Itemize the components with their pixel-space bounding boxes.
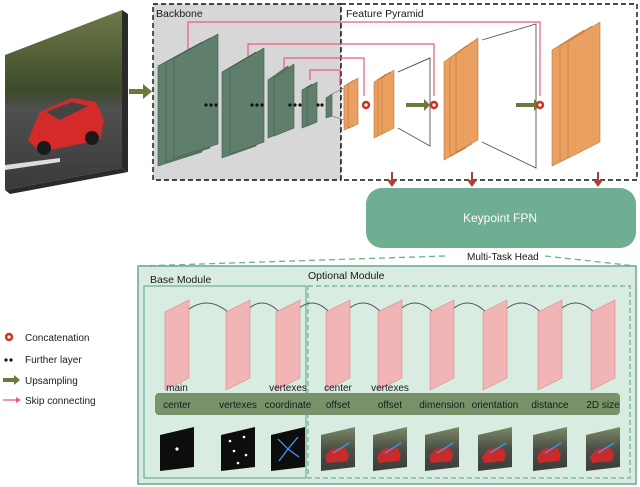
base-module-title: Base Module [150,274,211,286]
backbone-title: Backbone [156,8,203,20]
task-label-line1: center [324,383,352,394]
further-layer-dots [204,103,324,107]
output-thumbnail [160,427,194,471]
head-feature-map [482,299,508,391]
legend-upsampling-icon [14,375,20,385]
task-label-line2: center [163,400,191,411]
output-thumbnail [321,427,355,471]
legend-concatenation: Concatenation [25,333,90,344]
head-feature-map [325,299,351,391]
task-label-line2: offset [326,400,350,411]
multi-task-head-title: Multi-Task Head [467,252,539,263]
output-thumbnail [533,427,567,471]
task-labels: main center vertexes vertexes coordinate cent… [163,383,620,411]
legend-further-layer: Further layer [25,355,82,366]
output-thumbnails [160,427,620,471]
legend-skip-connecting: Skip connecting [25,396,96,407]
pyramid-output-arrows [387,172,603,187]
output-thumbnail [478,427,512,471]
head-feature-map [537,299,563,391]
optional-module-title: Optional Module [308,270,385,282]
head-feature-map [429,299,455,391]
optional-module-box [307,285,631,479]
base-module-box [143,285,307,479]
output-thumbnail [221,427,255,471]
keypoint-fpn-title: Keypoint FPN [463,211,537,225]
input-image [5,10,128,194]
legend-upsampling: Upsampling [25,376,78,387]
upsample-frustums [397,23,537,169]
head-connectors [139,255,637,267]
task-label-line2: distance [531,400,569,411]
skip-connections [187,21,541,96]
task-label-bar [155,393,620,415]
task-label-line2: offset [378,400,402,411]
concat-symbols [361,100,545,110]
input-arrow [129,84,152,99]
output-thumbnail [373,427,407,471]
head-feature-map [275,299,301,391]
output-thumbnail [425,427,459,471]
head-feature-maps [164,299,616,391]
task-label-line1: main [166,383,188,394]
pyramid-layers [343,21,601,167]
backbone-layers [157,33,333,167]
head-feature-map [377,299,403,391]
task-label-line2: 2D size [586,400,620,411]
task-label-line2: coordinate [265,400,312,411]
output-thumbnail [271,427,305,471]
task-label-line2: vertexes [219,400,257,411]
legend: Concatenation Further layer Upsampling S… [3,332,96,407]
head-feature-map [164,299,190,391]
head-feature-map [225,299,251,391]
keypoint-fpn-box [366,188,636,248]
task-label-line2: orientation [472,400,519,411]
task-label-line1: vertexes [269,383,307,394]
feature-pyramid-title: Feature Pyramid [346,8,424,20]
output-thumbnail [586,427,620,471]
head-feature-map [590,299,616,391]
task-label-line2: dimension [419,400,465,411]
task-label-line1: vertexes [371,383,409,394]
